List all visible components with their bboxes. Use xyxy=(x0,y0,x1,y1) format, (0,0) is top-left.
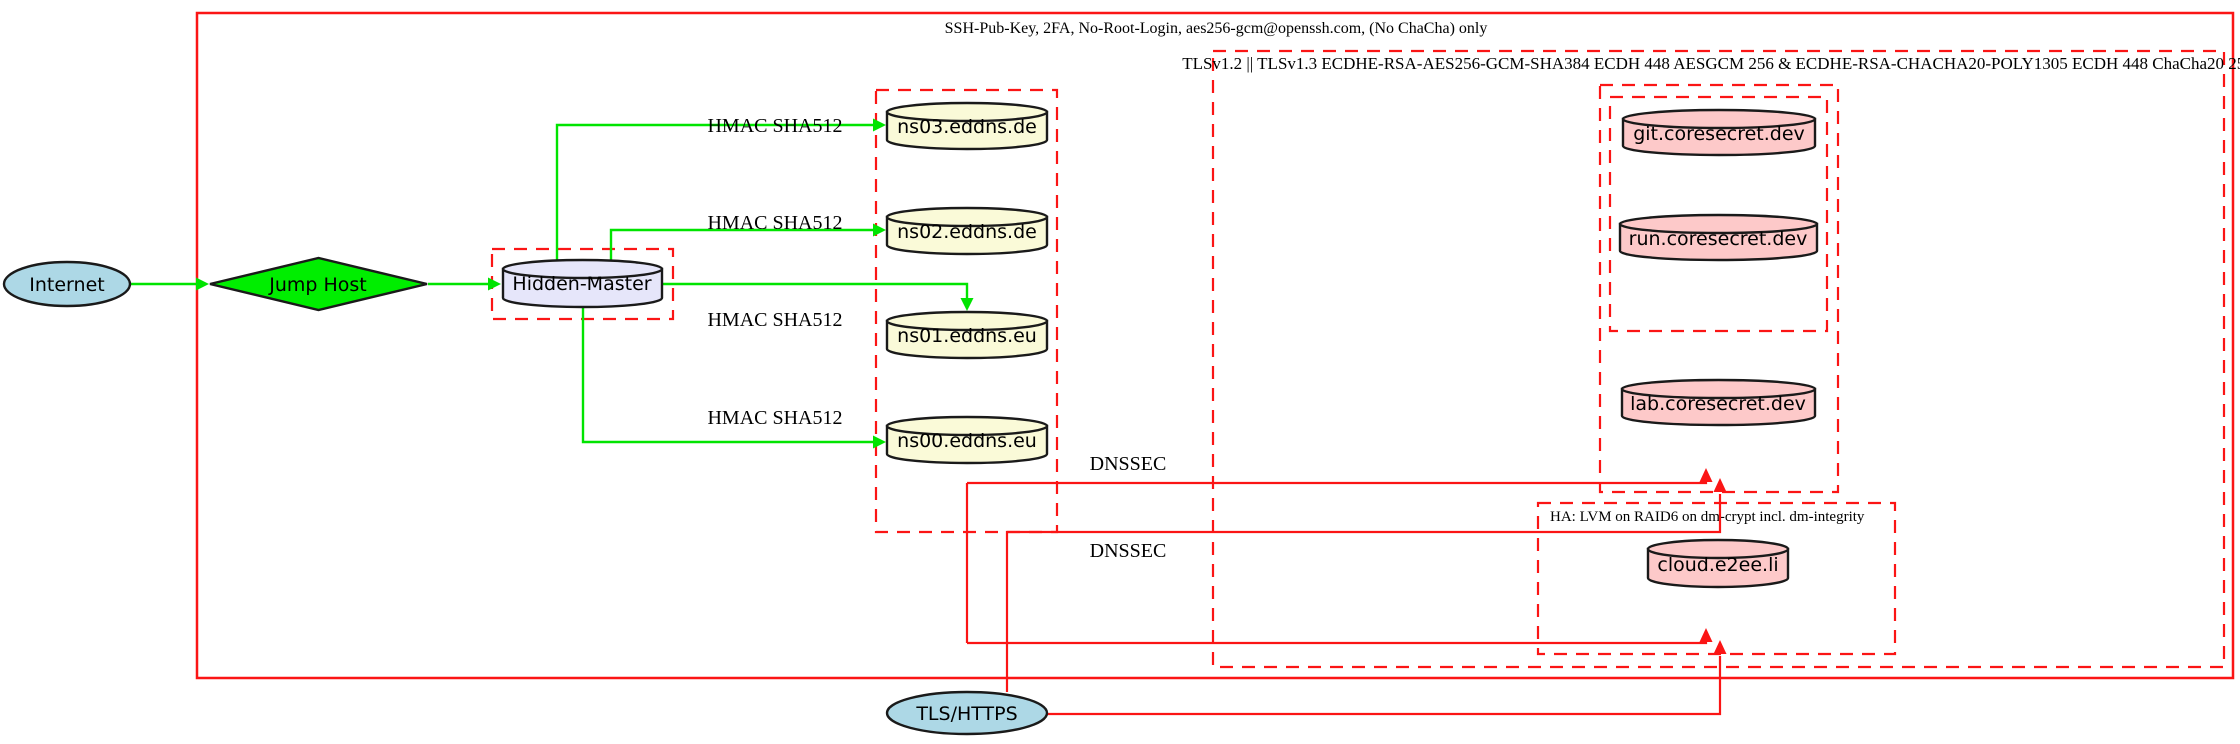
lab-node: lab.coresecret.dev xyxy=(1620,378,1817,427)
arrowhead-right-icon xyxy=(196,277,209,291)
arrowhead-down-icon xyxy=(960,298,974,311)
hmac-label-ns01: HMAC SHA512 xyxy=(707,309,842,331)
coresecret-inner-box xyxy=(1608,95,1829,333)
internet-node-label: Internet xyxy=(29,274,104,296)
tls-https-node-label: TLS/HTTPS xyxy=(915,703,1017,725)
edge-hiddenmaster-ns02 xyxy=(609,223,886,260)
edge-hiddenmaster-ns01 xyxy=(662,282,974,311)
hmac-label-ns02: HMAC SHA512 xyxy=(707,212,842,234)
ns00-node-label: ns00.eddns.eu xyxy=(897,430,1037,452)
jump-host-node-label: Jump Host xyxy=(268,274,367,296)
arrowhead-right-icon xyxy=(873,223,886,237)
arrowhead-up-icon xyxy=(1713,478,1727,492)
edge-hiddenmaster-ns03 xyxy=(555,118,886,260)
arrowhead-up-icon xyxy=(1699,628,1713,642)
git-node-label: git.coresecret.dev xyxy=(1633,123,1805,145)
tls-https-node: TLS/HTTPS xyxy=(885,690,1049,736)
lab-node-label: lab.coresecret.dev xyxy=(1630,393,1806,415)
tls-cluster-label: TLSv1.2 || TLSv1.3 ECDHE-RSA-AES256-GCM-… xyxy=(1182,54,2240,73)
arrowhead-right-icon xyxy=(873,118,886,132)
ns00-node: ns00.eddns.eu xyxy=(885,415,1049,465)
arrowhead-right-icon xyxy=(488,277,501,291)
cloud-node: cloud.e2ee.li xyxy=(1646,538,1790,589)
edge-jumphost-hiddenmaster xyxy=(428,277,501,291)
edge-dnssec-coresecret xyxy=(967,468,1713,485)
run-node: run.coresecret.dev xyxy=(1618,213,1819,262)
edge-tls-ha xyxy=(1047,640,1727,716)
hmac-label-ns03: HMAC SHA512 xyxy=(707,115,842,137)
edge-internet-jumphost xyxy=(130,277,209,291)
ns03-node-label: ns03.eddns.de xyxy=(897,116,1037,138)
ns01-node: ns01.eddns.eu xyxy=(885,310,1049,360)
coresecret-outer-box xyxy=(1598,83,1840,494)
ssh-cluster-label: SSH-Pub-Key, 2FA, No-Root-Login, aes256-… xyxy=(945,20,1488,37)
ns03-node: ns03.eddns.de xyxy=(885,101,1049,151)
ha-cluster-label: HA: LVM on RAID6 on dm-crypt incl. dm-in… xyxy=(1550,509,1865,525)
jump-host-node: Jump Host xyxy=(209,256,428,312)
arrowhead-up-icon xyxy=(1713,640,1727,654)
hmac-label-ns00: HMAC SHA512 xyxy=(707,407,842,429)
arrowhead-right-icon xyxy=(873,435,886,449)
git-node: git.coresecret.dev xyxy=(1621,108,1817,157)
edge-dnssec-ha xyxy=(967,628,1713,645)
hidden-master-node-label: Hidden-Master xyxy=(512,273,651,295)
edge-hiddenmaster-ns00 xyxy=(581,307,886,449)
dnssec-label-bottom: DNSSEC xyxy=(1090,540,1167,562)
hidden-master-node: Hidden-Master xyxy=(501,258,664,309)
dnssec-label-top: DNSSEC xyxy=(1090,453,1167,475)
ssh-cluster-box xyxy=(195,11,2235,680)
ns02-node-label: ns02.eddns.de xyxy=(897,221,1037,243)
run-node-label: run.coresecret.dev xyxy=(1629,228,1808,250)
ns02-node: ns02.eddns.de xyxy=(885,206,1049,256)
internet-node: Internet xyxy=(2,260,132,308)
cloud-node-label: cloud.e2ee.li xyxy=(1657,554,1778,576)
edge-tls-coresecret xyxy=(1005,478,1727,692)
ns01-node-label: ns01.eddns.eu xyxy=(897,325,1037,347)
arrowhead-up-icon xyxy=(1699,468,1713,482)
